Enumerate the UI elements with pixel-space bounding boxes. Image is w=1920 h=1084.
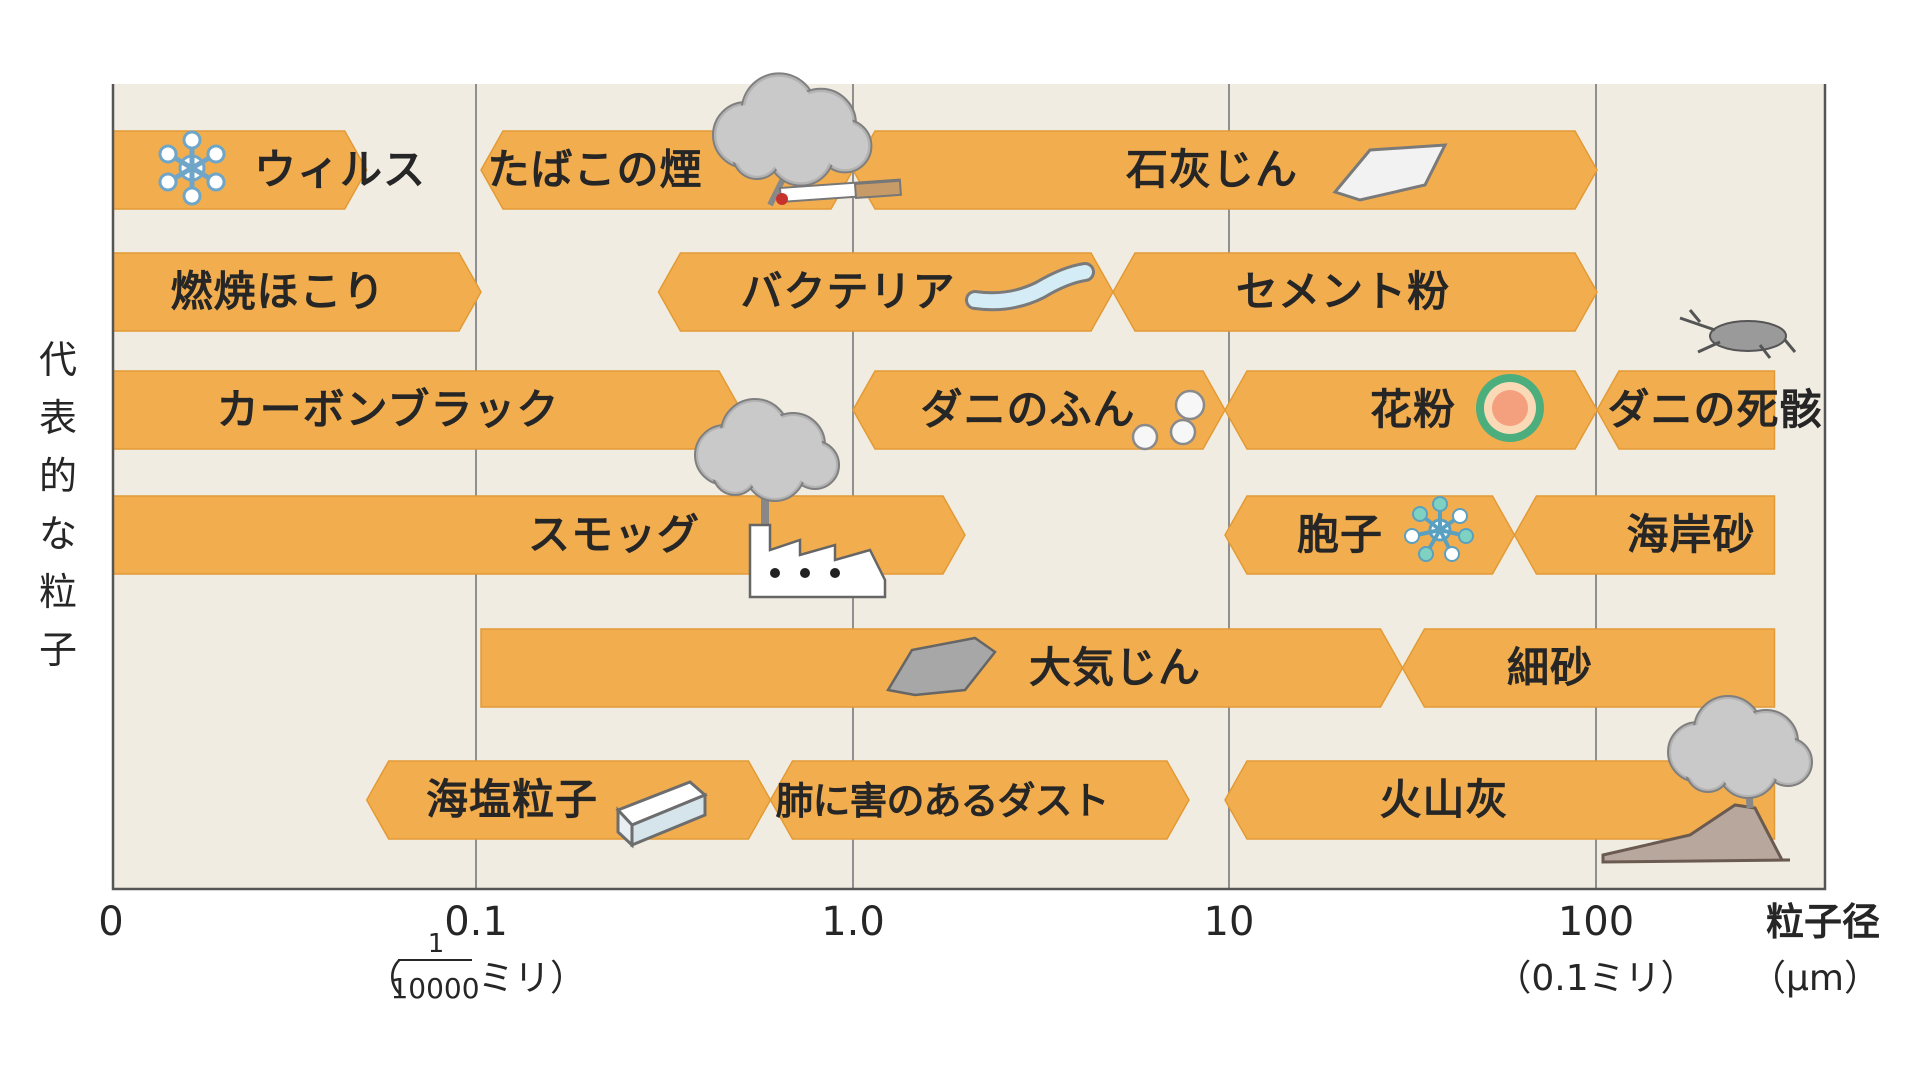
bar-label: ダニの死骸 bbox=[1607, 385, 1822, 434]
x-tick-label: 10 bbox=[1204, 899, 1255, 945]
bar-label: バクテリア bbox=[740, 267, 955, 316]
y-axis-label-char: 表 bbox=[39, 396, 77, 440]
x-tick-label: 1.0 bbox=[821, 899, 885, 945]
svg-text:ミリ）: ミリ） bbox=[478, 958, 586, 999]
svg-text:（: （ bbox=[366, 958, 402, 999]
y-axis-label-char: 的 bbox=[39, 454, 77, 498]
bar-label: セメント粉 bbox=[1236, 267, 1450, 316]
x-axis-unit: （μm） bbox=[1750, 958, 1880, 999]
range-bar bbox=[769, 760, 1190, 840]
bar-label: 大気じん bbox=[1029, 643, 1201, 692]
bar-label: カーボンブラック bbox=[217, 385, 560, 434]
bar-label: ウィルス bbox=[254, 145, 426, 194]
bar-label: 細砂 bbox=[1507, 643, 1593, 692]
mite-droppings-icon bbox=[1131, 389, 1206, 451]
factory-smog-icon bbox=[694, 398, 887, 599]
limestone-rock-icon bbox=[1332, 143, 1448, 202]
y-axis-label-char: 子 bbox=[39, 628, 77, 672]
x-tick-label: 0 bbox=[98, 899, 123, 945]
y-axis-label-char: 代 bbox=[39, 338, 77, 382]
bar-label: 海塩粒子 bbox=[426, 775, 598, 824]
range-bar bbox=[1112, 252, 1598, 332]
bar-label: 燃焼ほこり bbox=[170, 267, 385, 316]
x-tick-sublabel: （0.1ミリ） bbox=[1495, 958, 1696, 999]
bar-label: 胞子 bbox=[1297, 510, 1383, 559]
range-bar bbox=[1401, 628, 1776, 708]
range-bar bbox=[1596, 370, 1776, 450]
bar-label: ダニのふん bbox=[920, 385, 1135, 434]
atmospheric-dust-icon bbox=[886, 636, 997, 697]
bar-label: たばこの煙 bbox=[487, 145, 702, 194]
volcano-icon bbox=[1601, 695, 1813, 864]
bar-label: 石灰じん bbox=[1126, 145, 1298, 194]
mite-icon bbox=[1679, 309, 1797, 359]
salt-crystal-icon bbox=[615, 780, 708, 849]
x-tick-label: 0.1 bbox=[444, 899, 508, 945]
pollen-icon bbox=[1476, 374, 1544, 442]
y-axis-label-char: 粒 bbox=[39, 570, 77, 614]
bacteria-icon bbox=[965, 262, 1095, 312]
bar-label: 花粉 bbox=[1370, 385, 1456, 434]
bar-label: 海岸砂 bbox=[1626, 510, 1755, 559]
x-axis-title: 粒子径 bbox=[1766, 900, 1880, 944]
bar-label: 火山灰 bbox=[1379, 775, 1508, 824]
cigarette-smoke-icon bbox=[712, 72, 902, 207]
y-axis-label-char: な bbox=[39, 512, 77, 556]
virus-icon bbox=[158, 130, 226, 206]
range-bar bbox=[1513, 495, 1776, 575]
range-bar bbox=[657, 252, 1114, 332]
range-bar bbox=[852, 370, 1226, 450]
spore-icon bbox=[1404, 496, 1474, 562]
svg-text:1: 1 bbox=[428, 929, 445, 959]
plot-background bbox=[113, 84, 1825, 889]
axis-frame bbox=[111, 84, 1827, 891]
bar-label: 肺に害のあるダスト bbox=[775, 779, 1108, 823]
range-bar bbox=[1224, 495, 1516, 575]
bar-label: スモッグ bbox=[528, 510, 700, 559]
svg-text:10000: 10000 bbox=[390, 972, 479, 1005]
x-tick-label: 100 bbox=[1558, 899, 1634, 945]
